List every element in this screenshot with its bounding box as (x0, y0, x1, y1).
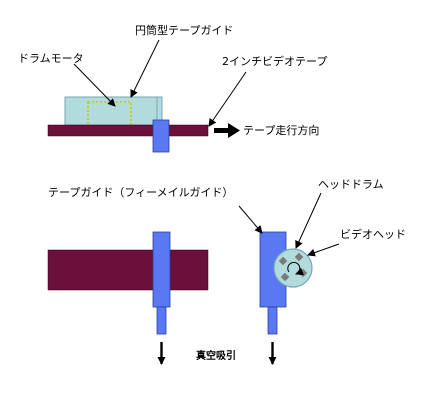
video-head-2 (294, 252, 304, 262)
video-head-4 (280, 272, 290, 282)
label-tape-guide-female: テープガイド（フィーメイルガイド） (48, 186, 233, 199)
tape-direction-arrow (214, 123, 240, 138)
label-drum-motor: ドラムモータ (18, 52, 84, 65)
head-drum (273, 248, 313, 288)
label-cylinder-guide: 円筒型テープガイド (135, 23, 233, 37)
tape-guide-bottom-left (152, 231, 171, 308)
leader-female-guide (238, 205, 263, 234)
leader-cylinder-guide (130, 39, 160, 98)
drum-rotation-arrow (287, 261, 304, 276)
leader-drum-motor (73, 63, 116, 107)
top-diagram: 円筒型テープガイド ドラムモータ 2インチビデオテープ テープ走行方向 (18, 23, 327, 153)
vacuum-pipe-right (267, 306, 278, 335)
video-head-1 (278, 256, 288, 266)
tape-bar-top (47, 124, 209, 137)
tape-bar-bottom (47, 249, 209, 291)
label-vacuum-suction: 真空吸引 (196, 349, 236, 362)
leader-video-tape (208, 71, 247, 127)
tape-guide-top (152, 119, 170, 153)
label-head-drum: ヘッドドラム (318, 178, 384, 191)
label-tape-direction: テープ走行方向 (243, 123, 319, 137)
label-video-tape: 2インチビデオテープ (222, 54, 327, 68)
leader-video-head (307, 243, 340, 257)
bottom-diagram: テープガイド（フィーメイルガイド） ヘッドドラム ビデオヘッド 真空吸引 (47, 178, 406, 365)
label-video-head: ビデオヘッド (340, 227, 406, 241)
vacuum-pipe-left (156, 306, 167, 335)
leader-head-drum (295, 192, 322, 249)
